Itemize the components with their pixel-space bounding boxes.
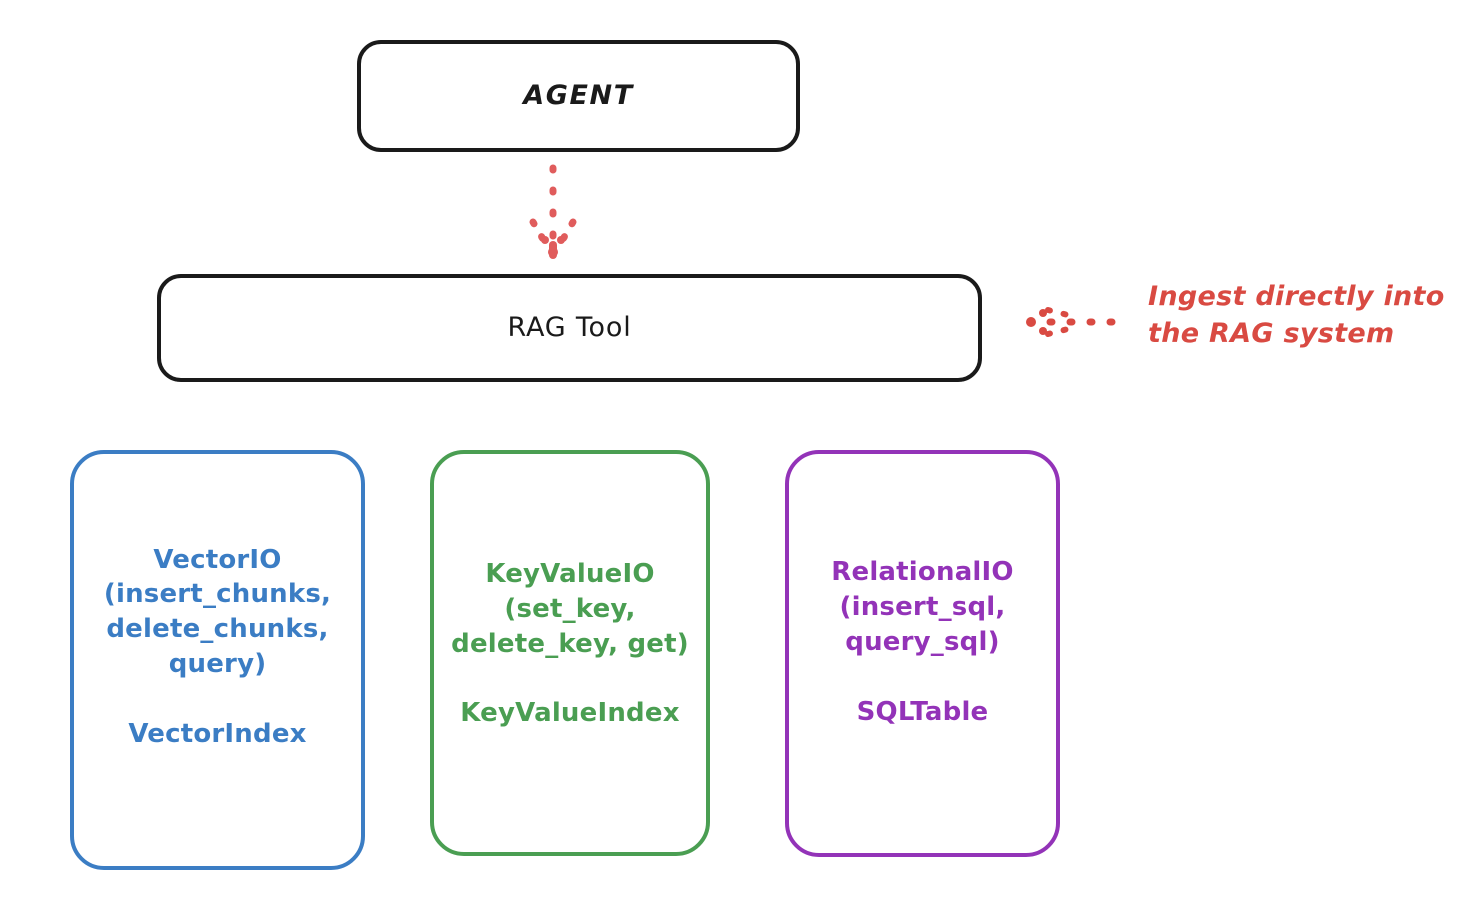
node-relational-io[interactable]: RelationalIO (insert_sql, query_sql) SQL… [785, 450, 1060, 857]
node-vector-io-label: VectorIO (insert_chunks, delete_chunks, … [103, 544, 332, 749]
node-relational-io-label: RelationalIO (insert_sql, query_sql) SQL… [831, 557, 1014, 727]
node-agent[interactable]: AGENT [357, 40, 800, 152]
node-rag-tool-label: RAG Tool [507, 312, 632, 344]
node-agent-label: AGENT [523, 80, 634, 112]
arrow-ingest-to-rag-tool [1026, 307, 1132, 337]
arrow-agent-to-rag-tool [529, 164, 577, 259]
annotation-ingest: Ingest directly into the RAG system [1148, 281, 1445, 350]
node-vector-io[interactable]: VectorIO (insert_chunks, delete_chunks, … [70, 450, 365, 870]
node-rag-tool[interactable]: RAG Tool [157, 274, 982, 382]
node-key-value-io[interactable]: KeyValueIO (set_key, delete_key, get) Ke… [430, 450, 710, 856]
node-key-value-io-label: KeyValueIO (set_key, delete_key, get) Ke… [451, 558, 689, 729]
